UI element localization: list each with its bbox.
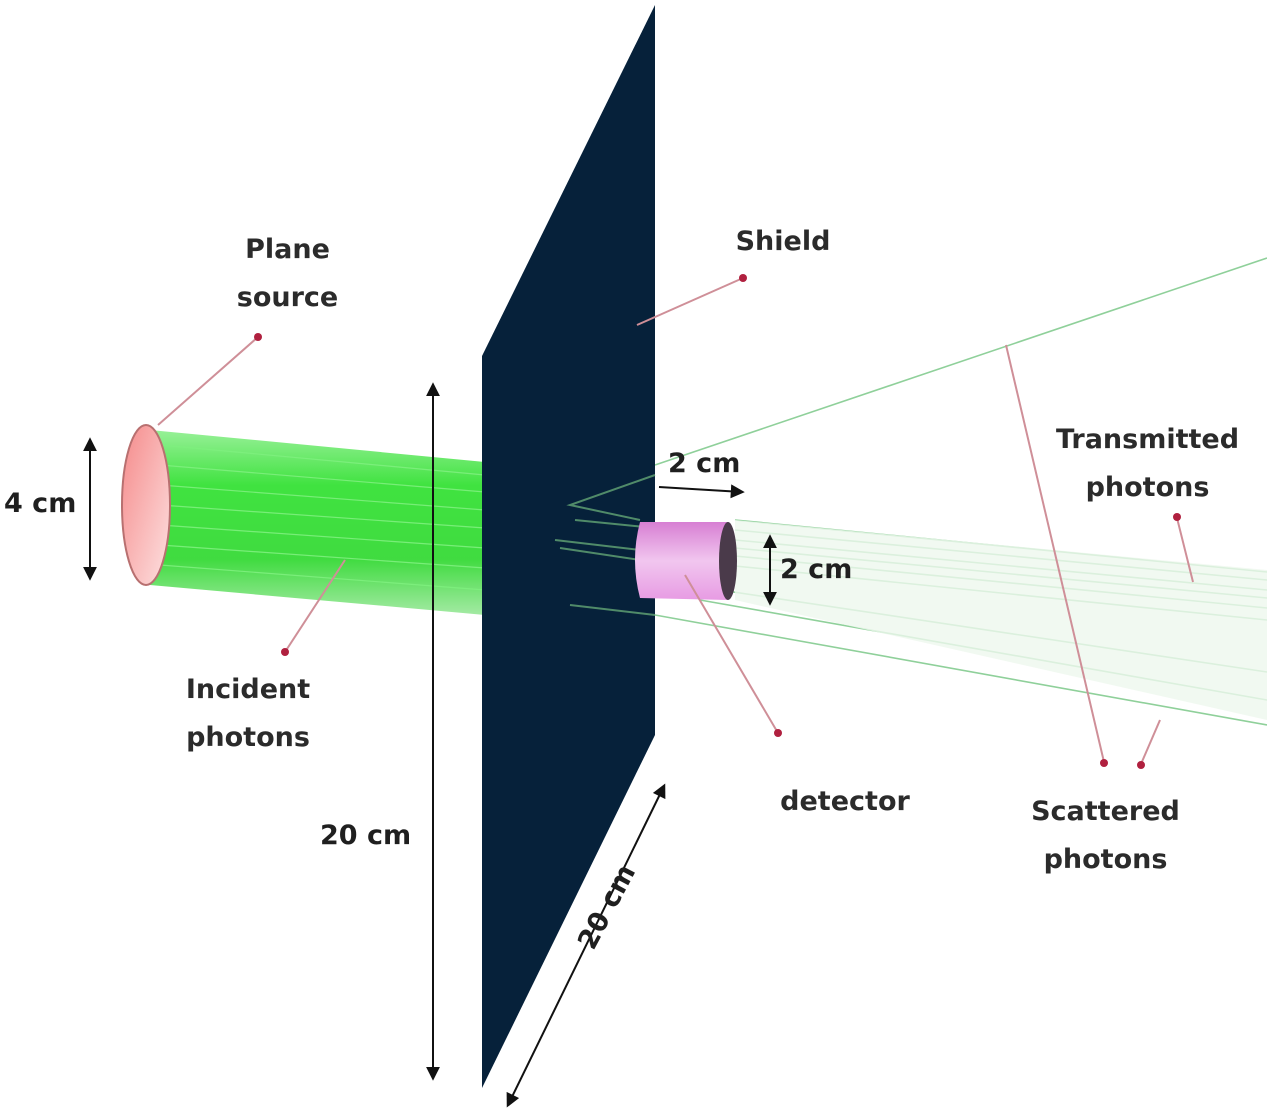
incident-photon-beam [150, 430, 486, 615]
label-shield: Shield [735, 226, 831, 257]
label-scattered-photons: Scattered photons [1031, 796, 1180, 875]
detector-distance-arrow [658, 484, 745, 499]
shield-width-arrow [506, 783, 666, 1108]
label-incident-photons: Incident photons [185, 674, 311, 753]
transmitted-beam-haze [735, 520, 1267, 720]
leader-dots [254, 274, 1181, 769]
dim-source-diameter: 4 cm [4, 488, 77, 519]
dim-detector-distance: 2 cm [668, 448, 741, 479]
detector-cylinder [635, 522, 737, 600]
dimension-arrows [83, 382, 777, 1108]
label-detector: detector [780, 786, 910, 817]
dim-detector-diameter: 2 cm [780, 554, 853, 585]
dim-shield-height: 20 cm [320, 820, 412, 851]
leader-lines [157, 277, 1194, 765]
shield-plate [482, 5, 655, 1088]
label-plane-source: Plane source [236, 234, 339, 313]
label-transmitted-photons: Transmitted photons [1055, 424, 1240, 503]
plane-source-disk [121, 424, 171, 586]
